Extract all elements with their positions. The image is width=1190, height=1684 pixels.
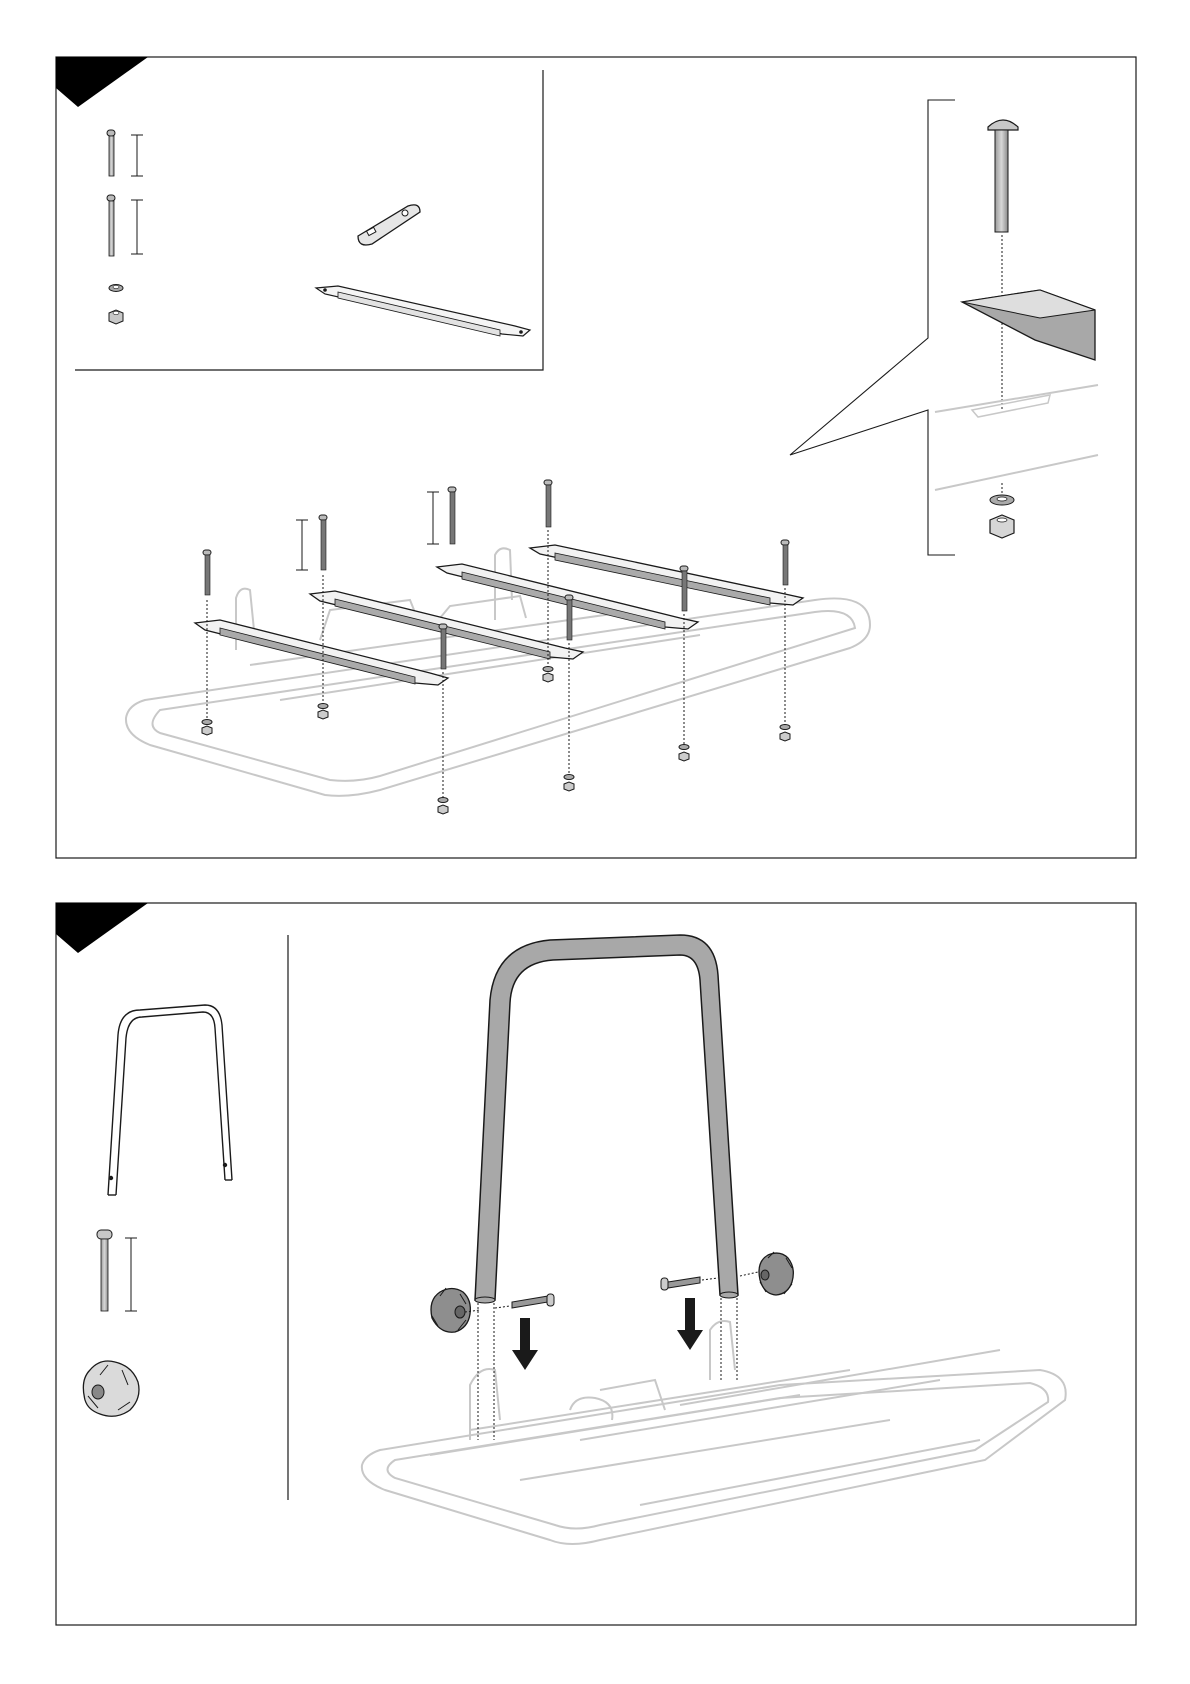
detail-callout (790, 100, 1098, 555)
lock-nut-icon (109, 310, 123, 324)
carriage-bolt-icon (97, 1230, 137, 1311)
cargo-frame-ghost (362, 1321, 1066, 1544)
step-1-panel (56, 57, 1136, 858)
cross-rail-icon (316, 286, 530, 336)
detail-washer (990, 495, 1014, 505)
u-hoop (475, 935, 738, 1440)
star-knob (740, 1252, 793, 1295)
carriage-bolt (495, 1294, 554, 1308)
detail-lock-nut (990, 515, 1014, 538)
long-carriage-bolt-icon (107, 195, 143, 256)
carriage-bolt (564, 595, 574, 791)
bracket-plate-icon (358, 205, 420, 245)
carriage-bolt (661, 1277, 718, 1290)
cross-rail (195, 620, 448, 685)
step-1-parts-box (75, 70, 543, 370)
carriage-bolt (202, 550, 212, 735)
down-arrow-icon (512, 1318, 538, 1370)
u-hoop-icon (108, 1005, 232, 1195)
step-1-tab (56, 57, 148, 107)
carriage-bolt (679, 566, 689, 761)
step-2-tab (56, 903, 148, 953)
carriage-bolt (780, 540, 790, 741)
washer-icon (109, 285, 123, 292)
carriage-bolt (427, 487, 456, 544)
star-knob-icon (83, 1361, 139, 1416)
star-knob (431, 1288, 480, 1332)
carriage-bolt (438, 624, 448, 814)
short-carriage-bolt-icon (107, 130, 143, 176)
down-arrow-icon (677, 1298, 703, 1350)
step-2-panel (56, 903, 1136, 1625)
